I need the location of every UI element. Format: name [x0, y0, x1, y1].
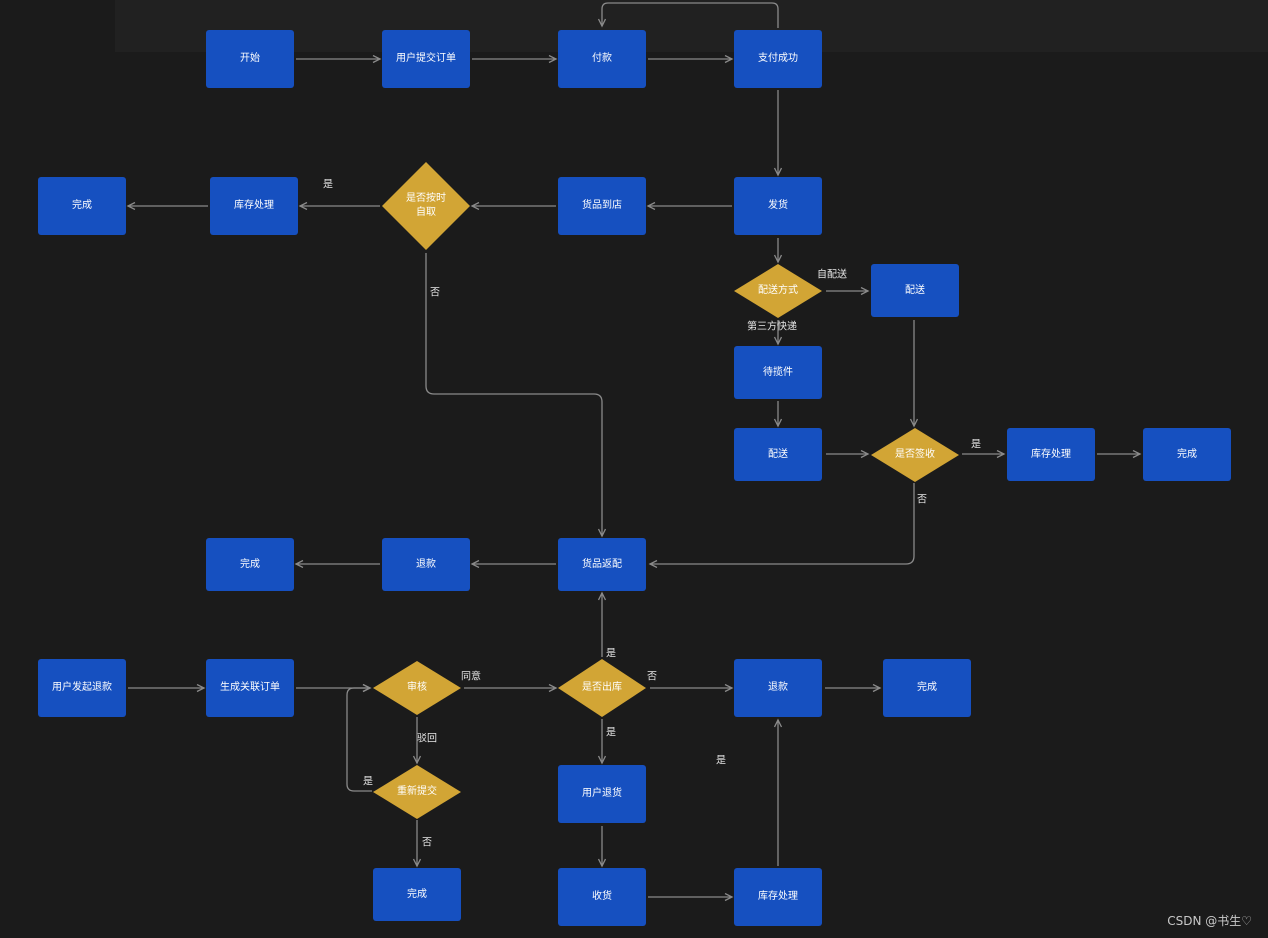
node-goods-arrive[interactable]: 货品到店	[558, 177, 646, 235]
edge-label-resubmit-no: 否	[422, 837, 432, 849]
edge-label-outbound-yes-down: 是	[606, 727, 616, 739]
edge-label-pickup-yes: 是	[323, 179, 333, 191]
decision-resubmit[interactable]: 重新提交	[373, 765, 461, 819]
node-third-party-delivery[interactable]: 配送	[734, 428, 822, 481]
decision-signed[interactable]: 是否签收	[871, 428, 959, 482]
edge-label-resubmit-yes: 是	[363, 776, 373, 788]
node-stock-process-3[interactable]: 库存处理	[734, 868, 822, 926]
edge-label-stock-yes: 是	[716, 755, 726, 767]
edge-label-third-party: 第三方快递	[747, 321, 797, 333]
node-user-return-goods[interactable]: 用户退货	[558, 765, 646, 823]
edge-label-agree: 同意	[461, 671, 481, 683]
node-goods-return[interactable]: 货品返配	[558, 538, 646, 591]
node-receive-goods[interactable]: 收货	[558, 868, 646, 926]
decision-review[interactable]: 审核	[373, 661, 461, 715]
edge-label-pickup-no: 否	[430, 287, 440, 299]
watermark: CSDN @书生♡	[1167, 914, 1252, 928]
top-band	[115, 0, 1268, 52]
node-refund-2[interactable]: 退款	[734, 659, 822, 717]
edge-label-sign-yes: 是	[971, 439, 981, 451]
decision-outbound[interactable]: 是否出库	[558, 659, 646, 717]
edge-label-reject: 驳回	[417, 733, 437, 745]
node-user-refund-request[interactable]: 用户发起退款	[38, 659, 126, 717]
edge-label-sign-no: 否	[917, 494, 927, 506]
node-done-4[interactable]: 完成	[373, 868, 461, 921]
decision-outbound-label: 是否出库	[582, 681, 622, 693]
decision-review-label: 审核	[407, 681, 427, 693]
node-linked-order[interactable]: 生成关联订单	[206, 659, 294, 717]
edge-label-outbound-no: 否	[647, 671, 657, 683]
edge-sign-return	[650, 483, 915, 564]
edge-label-self-delivery: 自配送	[817, 269, 847, 281]
node-await-pickup[interactable]: 待揽件	[734, 346, 822, 399]
node-done-2[interactable]: 完成	[1143, 428, 1231, 481]
node-self-delivery[interactable]: 配送	[871, 264, 959, 317]
edge-label-outbound-yes-up: 是	[606, 648, 616, 660]
decision-pickup-on-time[interactable]: 是否按时 自取	[382, 162, 470, 250]
node-payment-success[interactable]: 支付成功	[734, 30, 822, 88]
node-submit-order[interactable]: 用户提交订单	[382, 30, 470, 88]
node-stock-process-1[interactable]: 库存处理	[210, 177, 298, 235]
node-start[interactable]: 开始	[206, 30, 294, 88]
decision-resubmit-label: 重新提交	[397, 785, 437, 797]
node-payment[interactable]: 付款	[558, 30, 646, 88]
edge-pickup-return	[425, 253, 602, 536]
decision-pickup-label: 是否按时 自取	[406, 192, 446, 219]
decision-signed-label: 是否签收	[895, 448, 935, 460]
node-done-5[interactable]: 完成	[883, 659, 971, 717]
node-ship[interactable]: 发货	[734, 177, 822, 235]
edge-resubmit-review	[346, 688, 372, 792]
node-refund-1[interactable]: 退款	[382, 538, 470, 591]
node-done-1[interactable]: 完成	[38, 177, 126, 235]
node-stock-process-2[interactable]: 库存处理	[1007, 428, 1095, 481]
node-done-3[interactable]: 完成	[206, 538, 294, 591]
decision-delivery-method-label: 配送方式	[758, 284, 798, 296]
decision-delivery-method[interactable]: 配送方式	[734, 264, 822, 318]
edge-paid-loop	[602, 2, 779, 28]
